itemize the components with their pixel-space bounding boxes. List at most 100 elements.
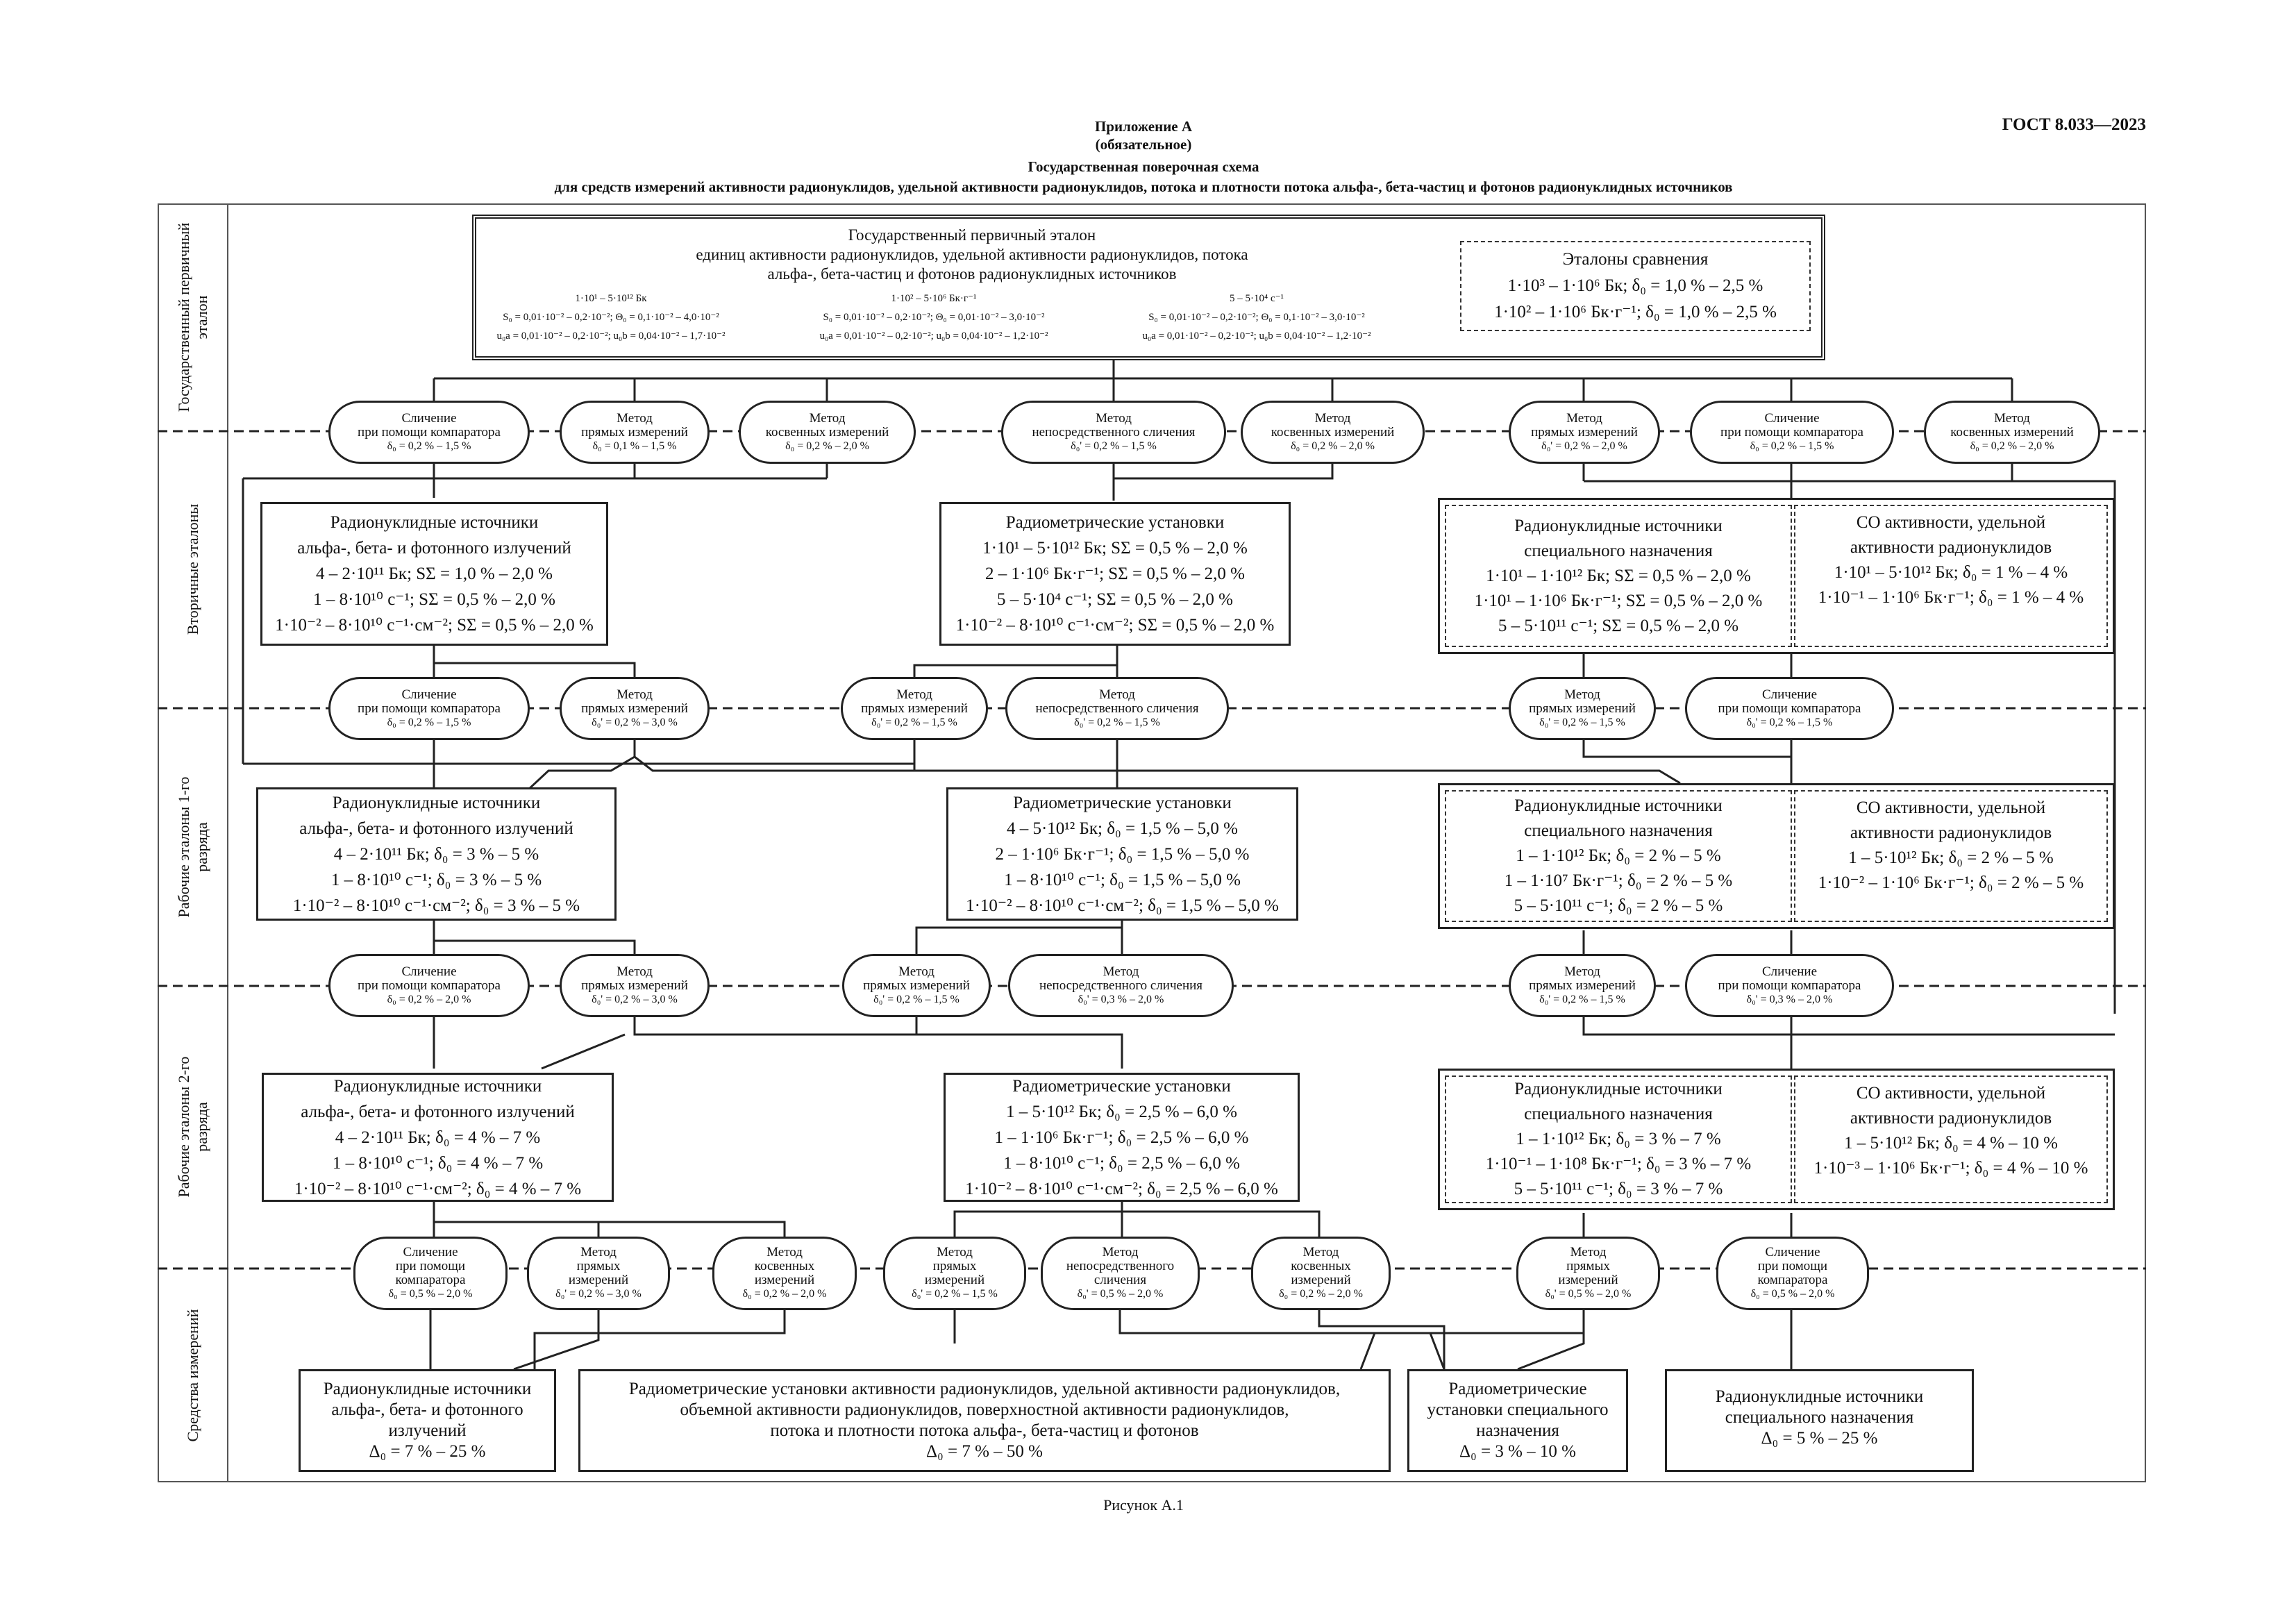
node-text-line: 5 – 5·10⁴ с⁻¹ xyxy=(1229,292,1284,304)
node-text-line: 1·10⁻² – 8·10¹⁰ с⁻¹·см⁻²; δ₀ = 3 % – 5 % xyxy=(292,896,580,915)
node-text-line: δ₀ = 0,1 % – 1,5 % xyxy=(592,440,677,452)
node-text-line: активности радионуклидов xyxy=(1850,1109,2052,1128)
node-text-line: 1·10⁻¹ – 1·10⁶ Бк·г⁻¹; δ₀ = 1 % – 4 % xyxy=(1818,588,2084,607)
node-text-line: Δ₀ = 7 % – 25 % xyxy=(369,1442,486,1461)
node-text-line: альфа-, бета-частиц и фотонов радионукли… xyxy=(767,265,1177,283)
node-text-line: Радиометрические установки xyxy=(1013,793,1232,812)
node-text-line: 2 – 1·10⁶ Бк·г⁻¹; δ₀ = 1,5 % – 5,0 % xyxy=(995,844,1250,864)
node-text-line: δ₀ = 0,2 % – 2,0 % xyxy=(1279,1288,1363,1300)
node-text-line: Сличение xyxy=(401,964,457,979)
node-text-line: δ₀' = 0,2 % – 1,5 % xyxy=(1746,716,1833,728)
node-text-line: Метод xyxy=(937,1245,973,1259)
appendix-label: Приложение А xyxy=(1094,118,1193,135)
node-text-line: Метод xyxy=(1564,687,1600,702)
node-text-line: 4 – 2·10¹¹ Бк; δ₀ = 3 % – 5 % xyxy=(333,844,539,864)
node-text-line: альфа-, бета- и фотонного излучений xyxy=(299,819,573,838)
node-text-line: 5 – 5·10¹¹ с⁻¹; δ₀ = 3 % – 7 % xyxy=(1514,1180,1723,1198)
node-text-line: Δ₀ = 7 % – 50 % xyxy=(925,1442,1044,1461)
node-text-line: косвенных xyxy=(1291,1259,1351,1273)
node-text-line: Метод xyxy=(1103,964,1139,979)
node-text-line: прямых xyxy=(932,1259,977,1273)
node-text-line: Метод xyxy=(580,1245,617,1259)
node-text-line: Сличение xyxy=(1761,964,1818,979)
primary-range-flux: 5 – 5·10⁴ с⁻¹ S₀ = 0,01·10⁻² – 0,2·10⁻²; … xyxy=(1097,286,1416,349)
node-text-line: косвенных xyxy=(754,1259,815,1273)
node-text-line: единиц активности радионуклидов, удельно… xyxy=(696,246,1248,263)
node-text-line: δ₀' = 0,2 % – 3,0 % xyxy=(592,993,678,1005)
node-text-line: S₀ = 0,01·10⁻² – 0,2·10⁻²; Θ₀ = 0,1·10⁻²… xyxy=(1148,311,1365,323)
node-text-line: косвенных измерений xyxy=(1271,424,1395,440)
node-text-line: 5 – 5·10⁴ с⁻¹; SΣ = 0,5 % – 2,0 % xyxy=(997,590,1233,609)
node-text-line: 1·10⁻² – 1·10⁶ Бк·г⁻¹; δ₀ = 2 % – 5 % xyxy=(1818,873,2084,892)
node-text-line: Эталоны сравнения xyxy=(1562,250,1709,269)
node-text-line: 1 – 8·10¹⁰ с⁻¹; δ₀ = 1,5 % – 5,0 % xyxy=(1004,870,1241,889)
node-text-line: альфа-, бета- и фотонного излучений xyxy=(297,539,571,558)
node-text-line: δ₀' = 0,2 % – 2,0 % xyxy=(1541,440,1627,452)
node-text-line: 1·10¹ – 5·10¹² Бк; SΣ = 0,5 % – 2,0 % xyxy=(982,539,1248,558)
node-text-line: δ₀ = 0,5 % – 2,0 % xyxy=(1750,1288,1835,1300)
node-text-line: δ₀' = 0,2 % – 1,5 % xyxy=(1539,716,1625,728)
node-text-line: при помощи компаратора xyxy=(358,978,501,993)
node-text-line: Метод xyxy=(1099,687,1135,702)
node-text-line: 1 – 1·10⁶ Бк·г⁻¹; δ₀ = 2,5 % – 6,0 % xyxy=(994,1128,1249,1147)
node-text-line: 1 – 1·10¹² Бк; δ₀ = 2 % – 5 % xyxy=(1516,846,1721,865)
node-text-line: установки специального xyxy=(1427,1400,1609,1419)
node-text-line: потока и плотности потока альфа-, бета-ч… xyxy=(770,1421,1199,1440)
node-text-line: u₀a = 0,01·10⁻² – 0,2·10⁻²; u₀b = 0,04·1… xyxy=(819,330,1048,342)
node-text-line: Метод xyxy=(898,964,935,979)
node-text-line: компаратора xyxy=(1757,1273,1828,1287)
node-text-line: непосредственного сличения xyxy=(1032,424,1196,440)
node-text-line: Сличение xyxy=(403,1245,458,1259)
node-text-line: непосредственного сличения xyxy=(1039,978,1203,993)
node-text-line: 5 – 5·10¹¹ с⁻¹; SΣ = 0,5 % – 2,0 % xyxy=(1498,616,1739,635)
node-text-line: δ₀ = 0,2 % – 2,0 % xyxy=(387,993,471,1005)
node-text-line: Метод xyxy=(1314,410,1351,426)
node-text-line: 1 – 8·10¹⁰ с⁻¹; δ₀ = 4 % – 7 % xyxy=(332,1153,544,1173)
node-text-line: косвенных измерений xyxy=(765,424,889,440)
node-text-line: альфа-, бета- и фотонного xyxy=(331,1400,523,1419)
node-text-line: δ₀' = 0,2 % – 1,5 % xyxy=(871,716,957,728)
node-text-line: 1 – 8·10¹⁰ с⁻¹; SΣ = 0,5 % – 2,0 % xyxy=(313,590,555,609)
node-text-line: δ₀ = 0,2 % – 1,5 % xyxy=(1750,440,1834,452)
node-text-line: Δ₀ = 3 % – 10 % xyxy=(1459,1442,1577,1461)
node-text-line: Радионуклидные источники xyxy=(333,1076,542,1096)
node-text-line: δ₀ = 0,2 % – 1,5 % xyxy=(387,716,471,728)
node-text-line: Радионуклидные источники xyxy=(323,1380,532,1398)
node-text-line: активности радионуклидов xyxy=(1850,823,2052,842)
node-text-line: Δ₀ = 5 % – 25 % xyxy=(1761,1429,1878,1448)
levels-column xyxy=(158,203,228,1482)
node-text-line: Сличение xyxy=(1764,410,1820,426)
node-text-line: измерений xyxy=(1558,1273,1618,1287)
node-text-line: 4 – 5·10¹² Бк; δ₀ = 1,5 % – 5,0 % xyxy=(1006,819,1238,838)
node-text-line: измерений xyxy=(568,1273,629,1287)
node-text-line: δ₀ = 0,2 % – 2,0 % xyxy=(785,440,869,452)
node-text-line: S₀ = 0,01·10⁻² – 0,2·10⁻²; Θ₀ = 0,01·10⁻… xyxy=(823,311,1045,323)
node-text-line: прямых xyxy=(1566,1259,1610,1273)
instrument-installations: Радиометрические установки активности ра… xyxy=(578,1369,1391,1472)
node-text-line: 1 – 5·10¹² Бк; δ₀ = 2 % – 5 % xyxy=(1848,848,2054,867)
node-text-line: при помощи компаратора xyxy=(1718,701,1861,716)
node-text-line: 1·10⁻² – 8·10¹⁰ с⁻¹·см⁻²; SΣ = 0,5 % – 2… xyxy=(275,616,594,635)
scheme-frame xyxy=(158,203,2146,1482)
node-text-line: специального назначения xyxy=(1524,541,1713,560)
node-text-line: 4 – 2·10¹¹ Бк; δ₀ = 4 % – 7 % xyxy=(335,1128,541,1147)
node-text-line: δ₀' = 0,2 % – 1,5 % xyxy=(1074,716,1160,728)
